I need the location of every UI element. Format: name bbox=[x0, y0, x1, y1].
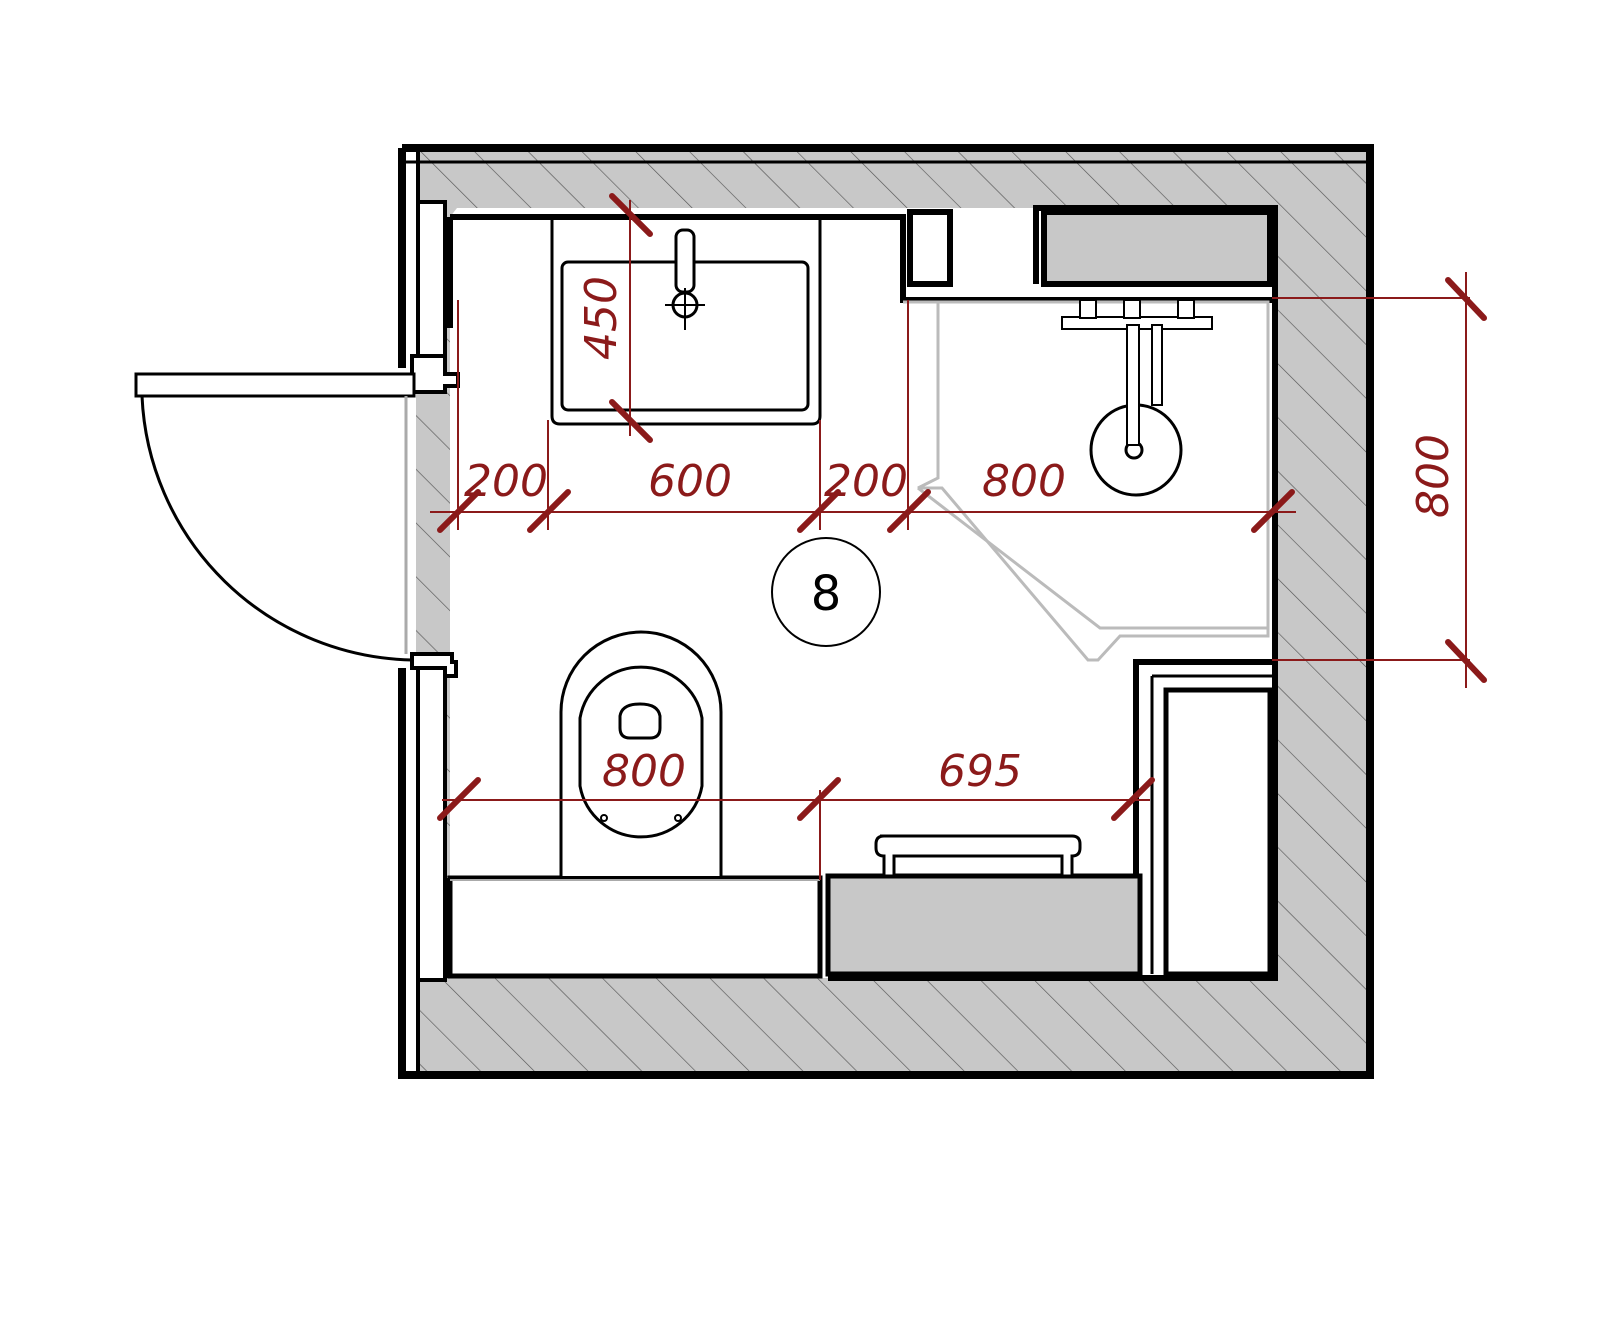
door-jamb-top bbox=[416, 200, 447, 362]
door-frame-top bbox=[410, 354, 460, 394]
bottom-left-cabinet bbox=[447, 875, 823, 979]
tick-2 bbox=[527, 489, 571, 533]
room-number-badge bbox=[771, 537, 881, 647]
door-swing-arc bbox=[140, 395, 413, 662]
right-storage-cabinet bbox=[1163, 687, 1273, 977]
tick-4 bbox=[887, 489, 931, 533]
dim-label-top-left-gap: 200 bbox=[464, 456, 548, 507]
tick-11 bbox=[797, 777, 841, 821]
tick-5 bbox=[1251, 489, 1295, 533]
room-number-label: 8 bbox=[811, 566, 842, 622]
tick-9 bbox=[1445, 639, 1487, 683]
tick-3 bbox=[797, 489, 841, 533]
tick-6 bbox=[609, 193, 653, 237]
niche-top bbox=[907, 209, 953, 287]
shower-tray-outline bbox=[903, 300, 1270, 662]
outer-wall bbox=[398, 144, 1374, 1079]
tick-7 bbox=[609, 399, 653, 443]
dimension-ticks bbox=[437, 193, 1487, 821]
shower-valve-3 bbox=[1177, 299, 1195, 319]
dim-label-shower-depth: 800 bbox=[1408, 434, 1459, 518]
shower-valve-2 bbox=[1123, 299, 1141, 319]
dim-label-top-mid-gap: 200 bbox=[824, 456, 908, 507]
shower-curb bbox=[917, 486, 1268, 630]
tick-8 bbox=[1445, 277, 1487, 321]
towel-rail bbox=[874, 834, 1082, 878]
shower-hose-pipe bbox=[1151, 324, 1163, 406]
dimension-layer bbox=[430, 200, 1470, 880]
toilet-bolt-right bbox=[674, 814, 682, 822]
dim-label-shower-width: 800 bbox=[982, 456, 1066, 507]
dim-label-sink-width: 600 bbox=[648, 456, 732, 507]
tick-1 bbox=[437, 489, 481, 533]
toilet-bolt-left bbox=[600, 814, 608, 822]
shower-valve-1 bbox=[1079, 299, 1097, 319]
toilet-bowl-outer bbox=[559, 630, 723, 876]
dim-label-sink-depth: 450 bbox=[576, 276, 627, 360]
tick-10 bbox=[437, 777, 481, 821]
sink-faucet-icon bbox=[674, 228, 696, 294]
tick-12 bbox=[1111, 777, 1155, 821]
right-storage-outline bbox=[1133, 659, 1275, 974]
door-leaf[interactable] bbox=[134, 372, 416, 398]
door-frame-bottom bbox=[410, 652, 458, 678]
dim-label-bottom-right-zone: 695 bbox=[938, 746, 1022, 797]
dim-label-toilet-zone: 800 bbox=[602, 746, 686, 797]
bottom-right-block bbox=[825, 873, 1143, 977]
niche-top-2 bbox=[1041, 209, 1273, 287]
toilet-seat bbox=[578, 665, 704, 839]
room-outline bbox=[447, 205, 1278, 981]
toilet-lid-hinge bbox=[618, 702, 662, 740]
shower-riser-pipe bbox=[1126, 324, 1140, 446]
